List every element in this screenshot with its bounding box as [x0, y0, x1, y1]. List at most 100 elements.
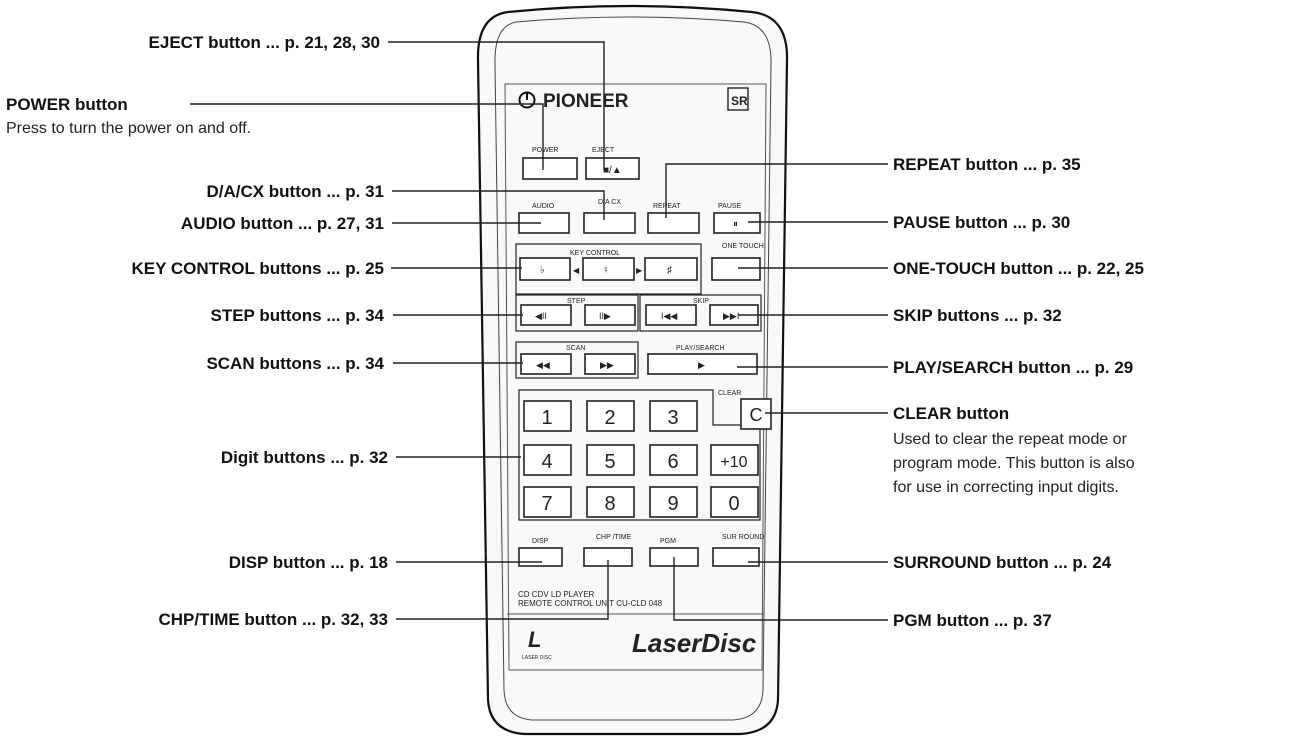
step-reverse-icon: ◀II [535, 311, 547, 321]
svg-text:KEY CONTROL: KEY CONTROL [570, 250, 620, 257]
leader-line [388, 41, 605, 170]
digit-button[interactable] [586, 400, 635, 432]
sharp-icon: ♯ [667, 265, 672, 276]
callout-eject: EJECT button ... p. 21, 28, 30 [148, 33, 380, 52]
leader-line [665, 163, 888, 218]
remote-inner-edge [494, 16, 772, 721]
da-cx-button[interactable] [583, 212, 636, 234]
callout-digit: Digit buttons ... p. 32 [220, 448, 388, 467]
eject-icon: ■/▲ [603, 165, 622, 176]
sr-badge [727, 87, 749, 111]
key-control-reset-button[interactable] [582, 257, 635, 281]
callout-play-search: PLAY/SEARCH button ... p. 29 [893, 358, 1134, 377]
clear-desc-line: for use in correcting input digits. [893, 479, 1119, 496]
digit-button[interactable] [710, 486, 759, 518]
svg-text:SR: SR [731, 94, 748, 108]
svg-text:PLAY/SEARCH: PLAY/SEARCH [676, 345, 725, 352]
model-text: REMOTE CONTROL UNIT CU-CLD 048 [518, 599, 663, 608]
flat-icon: ♭ [540, 265, 545, 276]
callout-step: STEP buttons ... p. 34 [210, 306, 385, 325]
svg-text:PAUSE: PAUSE [718, 203, 742, 210]
callout-scan: SCAN buttons ... p. 34 [206, 354, 384, 373]
plus10-button[interactable] [710, 444, 759, 476]
svg-text:▶: ▶ [636, 266, 643, 275]
svg-text:POWER: POWER [532, 147, 558, 154]
callout-skip: SKIP buttons ... p. 32 [893, 306, 1062, 325]
key-control-group [515, 243, 702, 295]
svg-text:SUR ROUND: SUR ROUND [722, 534, 764, 541]
svg-text:ONE TOUCH: ONE TOUCH [722, 243, 764, 250]
digit-button[interactable] [523, 400, 572, 432]
face-panel [504, 83, 767, 671]
digit-button[interactable] [649, 400, 698, 432]
svg-text:C: C [750, 405, 763, 425]
scan-reverse-icon: ◀◀ [536, 360, 550, 370]
digit-button[interactable] [586, 444, 635, 476]
skip-back-button[interactable] [645, 304, 697, 326]
leader-line [673, 557, 888, 621]
svg-text:AUDIO: AUDIO [532, 203, 555, 210]
svg-text:STEP: STEP [567, 298, 586, 305]
callout-power-description: Press to turn the power on and off. [6, 120, 252, 137]
svg-text:4: 4 [541, 451, 552, 473]
pause-button[interactable] [713, 212, 761, 234]
disp-button[interactable] [518, 547, 563, 567]
scan-forward-button[interactable] [584, 353, 636, 375]
scan-reverse-button[interactable] [520, 353, 572, 375]
callout-one-touch: ONE-TOUCH button ... p. 22, 25 [893, 259, 1144, 278]
power-button[interactable] [522, 157, 578, 180]
step-forward-button[interactable] [584, 304, 636, 326]
svg-text:7: 7 [541, 493, 552, 515]
digit-pad: 1 2 3 4 5 6 +10 7 8 9 0 [523, 400, 759, 518]
one-touch-button[interactable] [711, 257, 761, 281]
digit-button[interactable] [649, 486, 698, 518]
clear-button[interactable] [740, 398, 772, 430]
callout-disp: DISP button ... p. 18 [228, 553, 388, 572]
model-text: CD CDV LD PLAYER [518, 590, 595, 599]
digit-button[interactable] [586, 486, 635, 518]
clear-desc-line: program mode. This button is also [893, 455, 1135, 472]
leader-line [190, 103, 544, 170]
svg-text:CLEAR: CLEAR [718, 390, 741, 397]
scan-group [515, 341, 639, 379]
callout-key-control: KEY CONTROL buttons ... p. 25 [131, 259, 384, 278]
surround-button[interactable] [712, 547, 760, 567]
scan-forward-icon: ▶▶ [600, 360, 614, 370]
callout-audio: AUDIO button ... p. 27, 31 [180, 214, 384, 233]
svg-text:PGM: PGM [660, 538, 676, 545]
svg-text:9: 9 [667, 493, 678, 515]
eject-button[interactable] [585, 157, 640, 180]
play-icon: ▶ [698, 360, 705, 370]
callout-chp-time: CHP/TIME button ... p. 32, 33 [158, 610, 388, 629]
brand-logo: PIONEER [543, 91, 629, 112]
svg-text:+10: +10 [720, 454, 747, 471]
svg-text:8: 8 [604, 493, 615, 515]
svg-text:5: 5 [604, 451, 615, 473]
svg-text:LASER DISC: LASER DISC [522, 655, 552, 661]
svg-text:REPEAT: REPEAT [653, 203, 681, 210]
key-control-flat-button[interactable] [519, 257, 571, 281]
leader-line [392, 190, 605, 220]
svg-text:2: 2 [604, 407, 615, 429]
callout-clear-description: Used to clear the repeat mode or program… [893, 428, 1287, 500]
digit-button[interactable] [523, 486, 572, 518]
callout-power: POWER button [6, 95, 128, 114]
callout-pause: PAUSE button ... p. 30 [893, 213, 1071, 232]
skip-back-icon: I◀◀ [661, 311, 677, 321]
callout-clear: CLEAR button [893, 404, 1010, 423]
laserdisc-logo: LaserDisc [632, 628, 757, 658]
callout-repeat: REPEAT button ... p. 35 [893, 155, 1081, 174]
svg-text:♮: ♮ [604, 265, 608, 276]
leader-line [396, 560, 609, 620]
svg-text:3: 3 [667, 407, 678, 429]
play-search-button[interactable] [647, 353, 758, 375]
step-group [515, 294, 639, 332]
digit-button[interactable] [523, 444, 572, 476]
svg-text:0: 0 [728, 493, 739, 515]
callout-surround: SURROUND button ... p. 24 [893, 553, 1112, 572]
key-control-sharp-button[interactable] [644, 257, 698, 281]
digit-button[interactable] [649, 444, 698, 476]
svg-text:SKIP: SKIP [693, 298, 709, 305]
repeat-button[interactable] [647, 212, 700, 234]
